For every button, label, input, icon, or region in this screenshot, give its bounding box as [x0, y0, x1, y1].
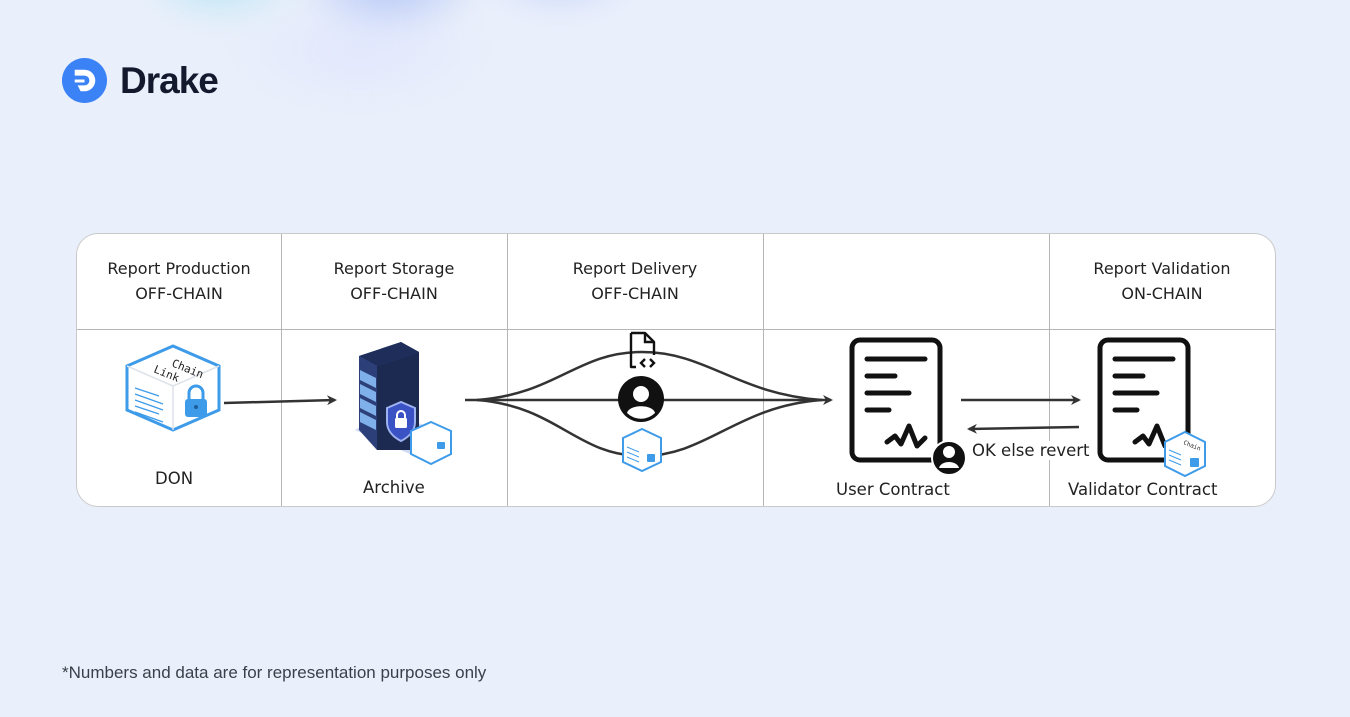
contract-document-icon	[1097, 337, 1191, 463]
edge-don-to-archive	[223, 395, 337, 406]
header-divider	[77, 329, 1275, 330]
column-subtitle: OFF-CHAIN	[135, 284, 223, 303]
drake-logo-icon	[61, 57, 108, 104]
user-circle-icon	[618, 376, 664, 422]
footnote: *Numbers and data are for representation…	[62, 663, 487, 682]
node-label-archive: Archive	[363, 478, 425, 497]
column-subtitle: OFF-CHAIN	[591, 284, 679, 303]
background-glow	[60, 0, 680, 180]
column-title: Report Storage	[333, 259, 455, 278]
node-label-user-contract: User Contract	[836, 480, 950, 499]
node-label-validator-contract: Validator Contract	[1068, 480, 1218, 499]
edge-label-ok-else-revert: OK else revert	[972, 441, 1090, 460]
chainlink-cube-icon	[622, 427, 662, 473]
brand-name: Drake	[120, 59, 219, 101]
node-label-don: DON	[155, 469, 194, 488]
file-code-icon	[629, 331, 656, 369]
edge-archive-to-user-upper	[476, 350, 823, 402]
column-divider	[281, 234, 282, 506]
contract-document-icon	[849, 337, 967, 476]
column-header-delivery: Report Delivery OFF-CHAIN	[507, 256, 763, 306]
column-header-storage: Report Storage OFF-CHAIN	[281, 256, 507, 306]
column-title: Report Delivery	[572, 259, 698, 278]
column-header-validation: Report Validation ON-CHAIN	[1049, 256, 1275, 306]
chainlink-cube-icon: Chain	[1164, 430, 1206, 478]
column-title: Report Validation	[1093, 259, 1231, 278]
edge-validator-to-user	[967, 423, 1080, 434]
column-title: Report Production	[107, 259, 251, 278]
server-shield-icon	[355, 342, 453, 466]
column-divider	[763, 234, 764, 506]
column-header-production: Report Production OFF-CHAIN	[77, 256, 281, 306]
chainlink-cube-icon: Chain Link	[125, 344, 221, 432]
column-subtitle: ON-CHAIN	[1121, 284, 1203, 303]
brand-logo: Drake	[61, 57, 219, 104]
column-subtitle: OFF-CHAIN	[350, 284, 438, 303]
report-flow-diagram: Report Production OFF-CHAIN Report Stora…	[76, 233, 1276, 507]
column-divider	[1049, 234, 1050, 506]
column-divider	[507, 234, 508, 506]
